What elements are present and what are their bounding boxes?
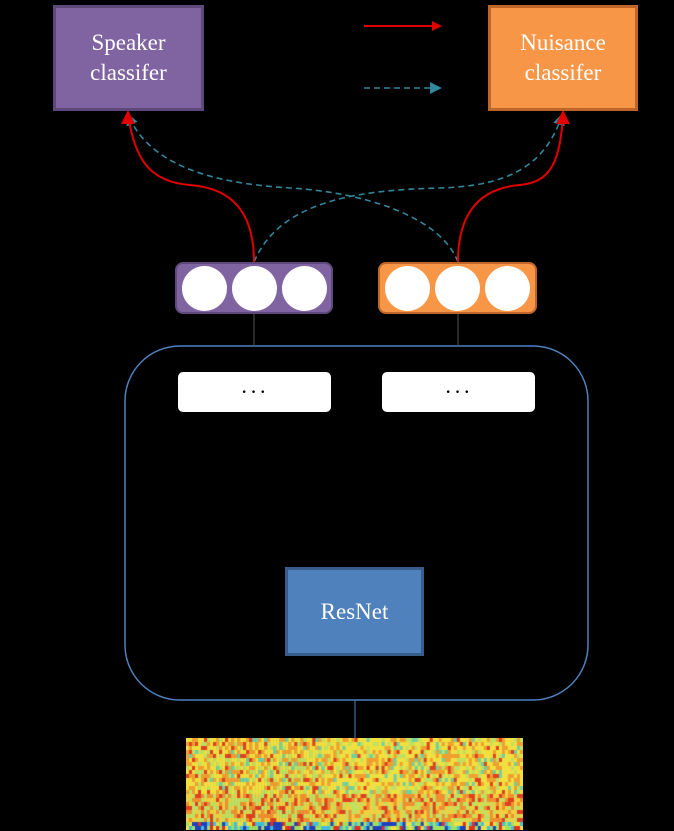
embedding-node xyxy=(281,265,327,311)
solid-arrowhead-speaker xyxy=(121,110,135,124)
spectrogram-icon xyxy=(186,738,523,830)
speaker-embedding xyxy=(175,262,333,314)
solid-nuisance-emb-to-nuisance xyxy=(457,114,564,263)
embedding-node xyxy=(384,265,430,311)
speaker-branch-layers: ··· xyxy=(178,372,331,412)
embedding-node xyxy=(485,265,531,311)
embedding-node xyxy=(181,265,227,311)
nuisance-branch-layers: ··· xyxy=(382,372,535,412)
embedding-node xyxy=(434,265,480,311)
nuisance-embedding xyxy=(378,262,537,314)
speaker-classifier: Speaker classifer xyxy=(53,5,204,111)
solid-speaker-emb-to-speaker xyxy=(127,114,255,263)
solid-arrowhead-nuisance xyxy=(556,110,570,124)
network-container xyxy=(124,345,589,701)
dashed-nuisance-emb-to-speaker xyxy=(126,113,459,263)
dashed-speaker-emb-to-nuisance xyxy=(253,113,565,263)
nuisance-classifier: Nuisance classifer xyxy=(488,5,638,111)
embedding-node xyxy=(231,265,277,311)
resnet-backbone: ResNet xyxy=(285,567,424,656)
